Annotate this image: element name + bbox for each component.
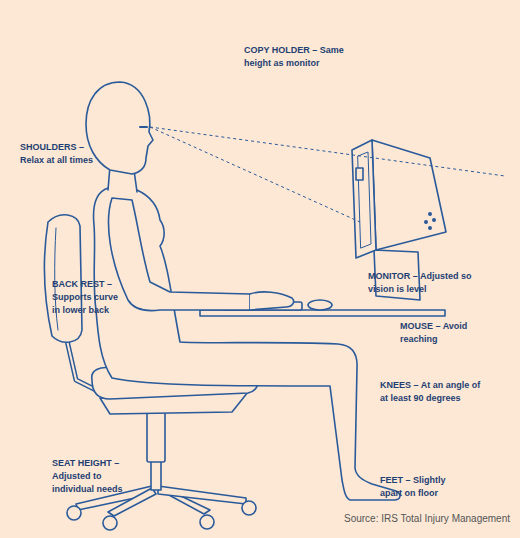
monitor-screen bbox=[358, 152, 371, 248]
person-head bbox=[86, 82, 153, 174]
chair-wheel bbox=[67, 506, 81, 520]
chair-leg bbox=[158, 486, 246, 504]
callout-label: FEET – Slightly apart on floor bbox=[380, 474, 466, 500]
callout-label: COPY HOLDER – Same height as monitor bbox=[244, 44, 356, 70]
chair-wheel bbox=[200, 515, 214, 529]
source-note: Source: IRS Total Injury Management bbox=[210, 512, 510, 525]
monitor-body bbox=[372, 140, 446, 250]
desk bbox=[200, 310, 445, 316]
chair-column-lower bbox=[151, 460, 161, 490]
monitor-vent bbox=[425, 221, 427, 223]
callout-label: BACK REST – Supports curve in lower back bbox=[52, 278, 126, 317]
chair-backrest bbox=[45, 215, 82, 342]
person-hand bbox=[250, 292, 294, 310]
chair-wheel bbox=[242, 501, 256, 515]
monitor-vent bbox=[429, 213, 431, 215]
sight-line bbox=[150, 127, 505, 176]
monitor-vent bbox=[429, 227, 431, 229]
copy-holder bbox=[356, 168, 363, 180]
chair-wheel bbox=[103, 516, 117, 530]
callout-label: SEAT HEIGHT – Adjusted to individual nee… bbox=[52, 457, 128, 496]
chair-column bbox=[147, 410, 165, 462]
person-eye bbox=[140, 126, 147, 128]
mouse bbox=[308, 300, 332, 310]
callout-label: MONITOR – Adjusted so vision is level bbox=[368, 270, 472, 296]
callout-label: KNEES – At an angle of at least 90 degre… bbox=[380, 379, 481, 405]
callout-label: SHOULDERS – Relax at all times bbox=[20, 141, 106, 167]
person-body bbox=[94, 188, 400, 500]
person-arm bbox=[109, 198, 250, 311]
monitor-vent bbox=[433, 219, 435, 221]
callout-label: MOUSE – Avoid reaching bbox=[400, 320, 468, 346]
sight-line bbox=[150, 127, 360, 222]
